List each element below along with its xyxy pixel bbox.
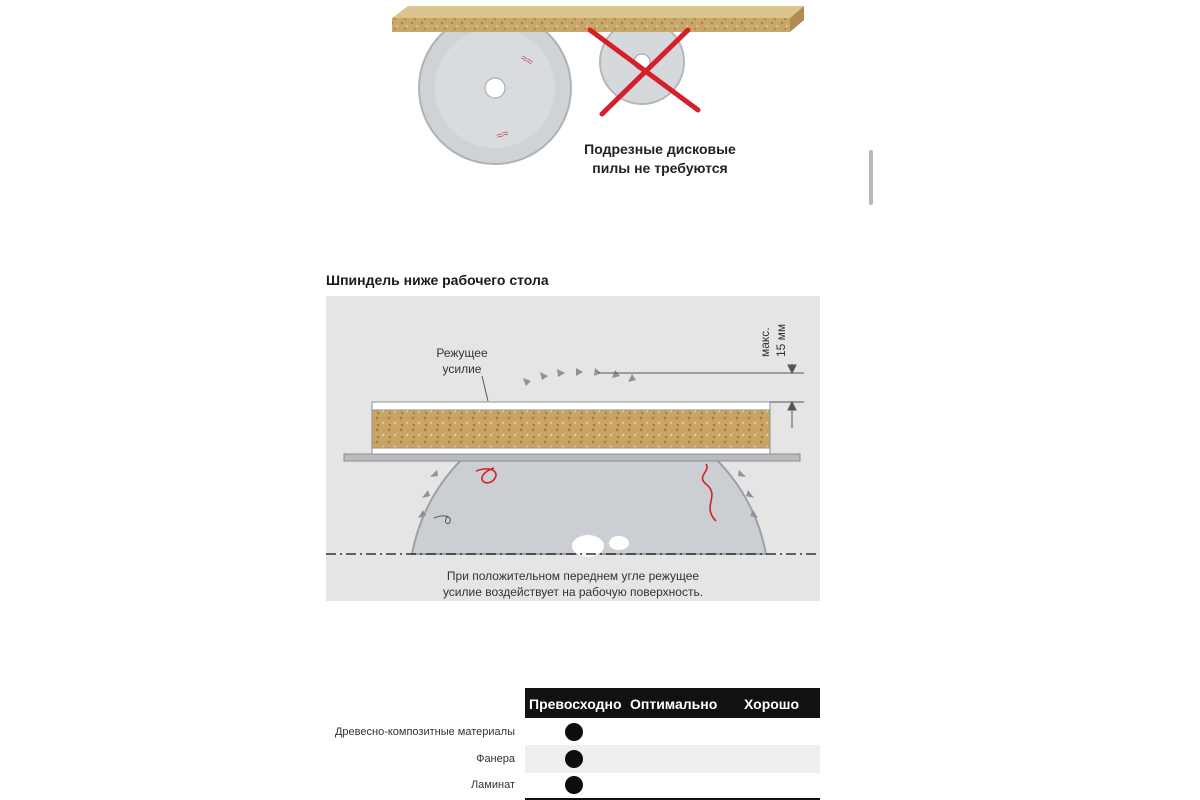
header-optimal: Оптимально — [630, 696, 718, 712]
main-saw-blade: ≈≈ ≈≈ — [418, 11, 572, 165]
caption-line-2: пилы не требуются — [592, 160, 728, 176]
spindle-note-line-1: При положительном переднем угле режущее — [446, 569, 700, 583]
table-header: Превосходно Оптимально Хорошо — [525, 688, 820, 718]
table-row: Фанера — [330, 745, 820, 773]
row-label: Ламинат — [470, 779, 515, 791]
table-row: Ламинат — [330, 771, 820, 799]
no-scoring-saw-illustration: ≈≈ ≈≈ — [392, 6, 804, 165]
header-excellent: Превосходно — [529, 696, 622, 712]
svg-text:≈≈: ≈≈ — [495, 127, 510, 142]
cutting-force-label: Режущее усилие — [420, 345, 504, 377]
max-depth-label: макс. 15 мм — [758, 324, 798, 397]
cutting-force-label-line-2: усилие — [442, 362, 482, 376]
workpiece-board — [392, 6, 804, 32]
row-label: Фанера — [476, 753, 515, 765]
spindle-note: При положительном переднем угле режущее … — [326, 568, 820, 600]
table-row: Древесно-композитные материалы — [330, 718, 820, 746]
dimension-lines — [598, 364, 804, 428]
scrollbar-thumb[interactable] — [869, 150, 873, 205]
spindle-below-table-diagram — [326, 296, 820, 601]
spindle-note-line-2: усилие воздействует на рабочую поверхнос… — [442, 585, 704, 599]
rating-dot — [565, 723, 583, 741]
cross-icon — [587, 27, 701, 117]
spindle-section-heading: Шпиндель ниже рабочего стола — [326, 272, 549, 288]
rating-dot — [565, 776, 583, 794]
cutting-force-marker — [433, 375, 489, 525]
table-bottom-rule — [525, 798, 820, 800]
svg-text:≈≈: ≈≈ — [519, 52, 535, 68]
rating-dot — [565, 750, 583, 768]
workpiece-board — [371, 401, 771, 455]
cutting-force-arrows — [475, 463, 717, 522]
row-label: Древесно-композитные материалы — [334, 726, 515, 738]
no-scoring-caption: Подрезные дисковые пилы не требуются — [560, 140, 760, 178]
max-depth-label-line-2: 15 мм — [774, 323, 788, 357]
worktable — [343, 453, 801, 462]
caption-line-1: Подрезные дисковые — [584, 141, 736, 157]
header-good: Хорошо — [744, 696, 800, 712]
cutting-force-label-line-1: Режущее — [436, 346, 488, 360]
max-depth-label-line-1: макс. — [758, 327, 772, 357]
